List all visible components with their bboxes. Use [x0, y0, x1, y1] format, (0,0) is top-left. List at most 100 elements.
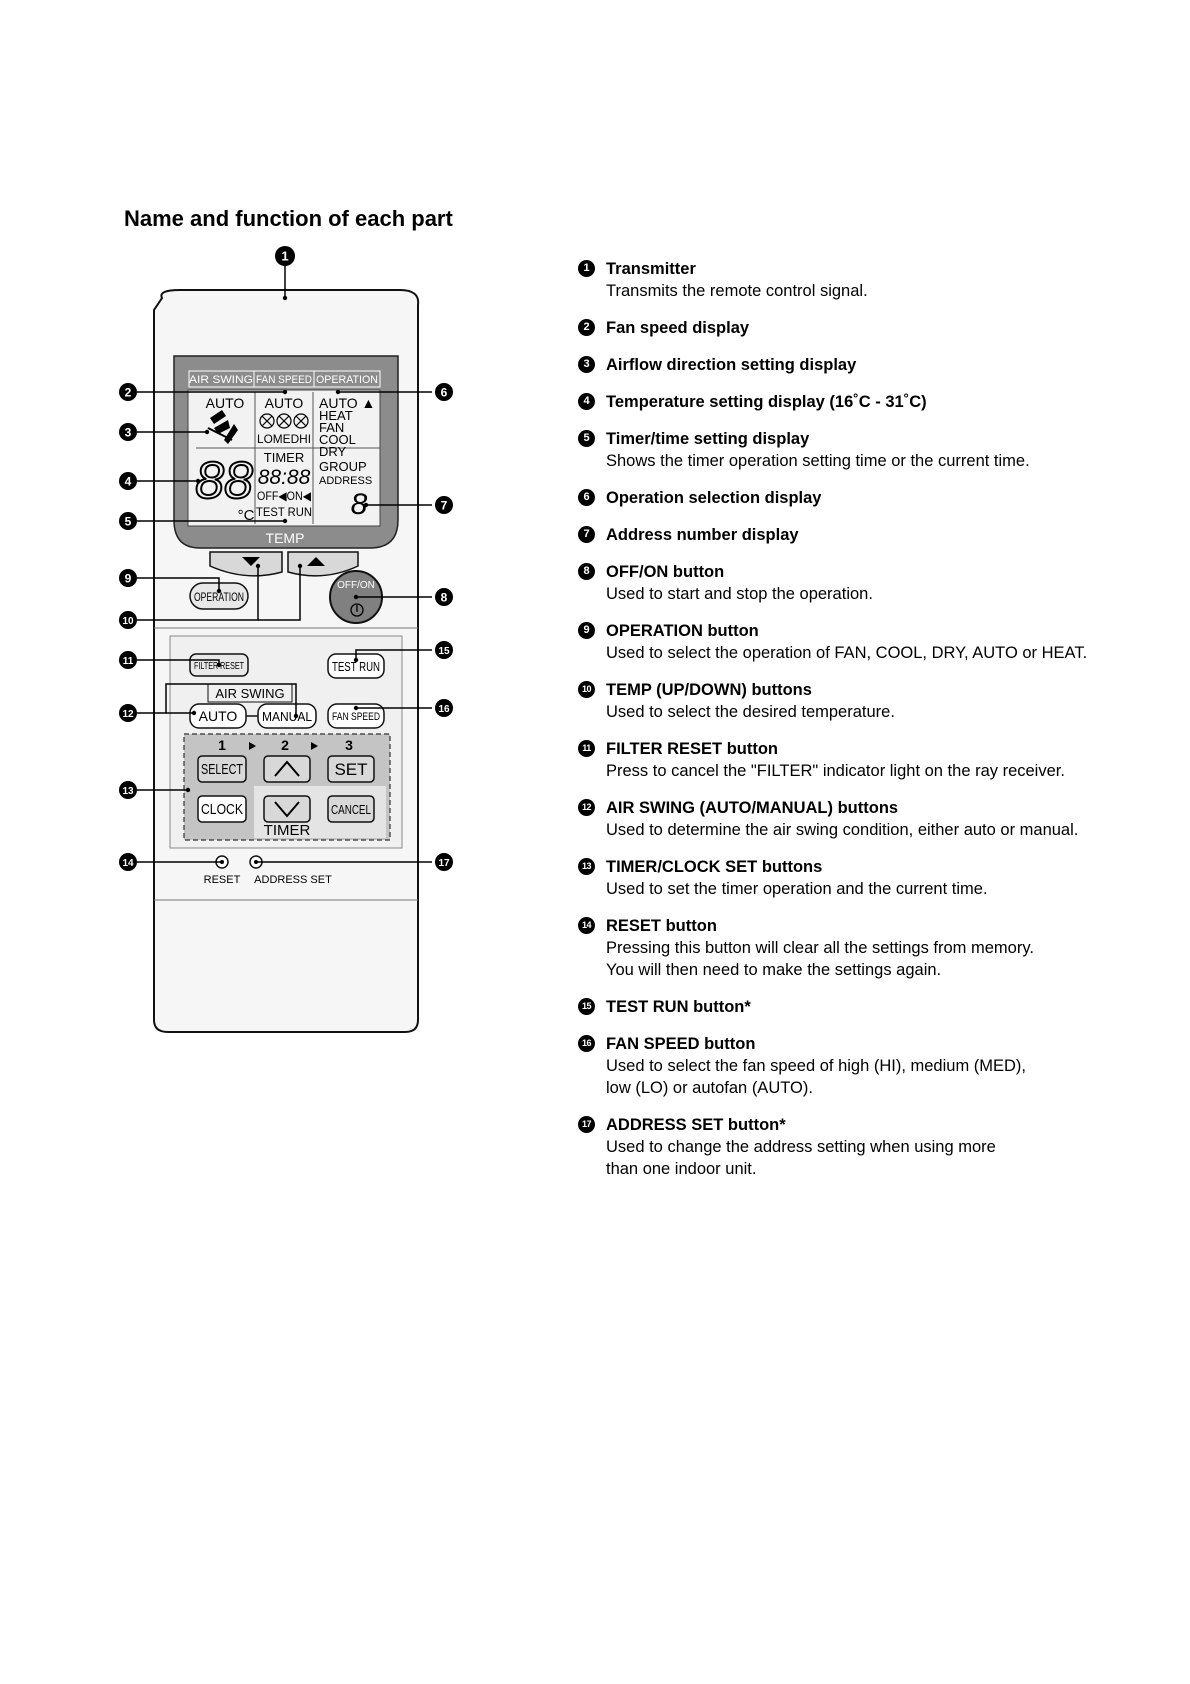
timer-up-button[interactable] [263, 755, 311, 783]
svg-text:5: 5 [125, 515, 132, 529]
lcd-auto-swing: AUTO [206, 395, 245, 411]
legend-item-title: Timer/time setting display [606, 430, 810, 448]
legend-number-badge: 15 [578, 998, 595, 1015]
legend-item-title: OPERATION button [606, 622, 759, 640]
legend-number-badge: 10 [578, 681, 595, 698]
step-3: 3 [345, 737, 353, 753]
legend-item-description: Used to select the desired temperature. [606, 703, 895, 721]
set-button[interactable] [327, 755, 375, 783]
temp-up-button[interactable] [287, 551, 359, 577]
lcd-address: ADDRESS [319, 475, 372, 487]
legend-number-badge: 9 [578, 622, 595, 639]
svg-text:14: 14 [122, 858, 134, 869]
step-arrow-icon-2 [311, 742, 318, 750]
swing-icon [207, 410, 238, 444]
callout-12: 12 [119, 704, 137, 722]
header-operation: OPERATION [316, 374, 378, 386]
operation-button-label: OPERATION [194, 590, 244, 604]
legend-number-badge: 14 [578, 917, 595, 934]
legend-number-badge: 13 [578, 858, 595, 875]
lcd-test-run: TEST RUN [256, 505, 312, 519]
legend-item-description: Used to select the fan speed of high (HI… [606, 1057, 1027, 1097]
lcd-off-on: OFF◀ON◀ [257, 489, 312, 503]
lcd-mode-cool: COOL [319, 432, 356, 447]
legend-item-description: Press to cancel the "FILTER" indicator l… [606, 762, 1065, 780]
svg-text:3: 3 [125, 426, 132, 440]
lcd-group: GROUP [319, 459, 367, 474]
clock-button[interactable] [197, 795, 247, 823]
legend-number-badge: 7 [578, 526, 595, 543]
callout-7: 7 [435, 496, 453, 514]
svg-text:8: 8 [441, 591, 448, 605]
timer-down-button[interactable] [263, 795, 311, 823]
callout-9: 9 [119, 569, 137, 587]
air-swing-label: AIR SWING [215, 686, 284, 701]
page-title: Name and function of each part [124, 206, 453, 231]
legend-item-description: Used to set the timer operation and the … [606, 880, 988, 898]
legend-item-title: TEST RUN button* [606, 998, 751, 1016]
chevron-up-icon [274, 760, 300, 777]
lcd-degree-c: °C [238, 507, 255, 524]
svg-text:15: 15 [438, 646, 450, 657]
reset-label: RESET [204, 874, 241, 886]
legend-number-badge: 17 [578, 1116, 595, 1133]
timer-label: TIMER [264, 822, 311, 839]
legend-item-title: Fan speed display [606, 319, 750, 337]
callout-15: 15 [435, 641, 453, 659]
test-run-label: TEST RUN [332, 659, 380, 674]
legend-item-title: FILTER RESET button [606, 740, 779, 758]
legend-item-title: TEMP (UP/DOWN) buttons [606, 681, 812, 699]
lcd-mode-auto: AUTO ▲ [319, 395, 375, 411]
clock-label: CLOCK [201, 801, 243, 818]
select-button[interactable] [197, 755, 247, 783]
callout-6: 6 [435, 383, 453, 401]
manual-button-label: MANUAL [262, 709, 312, 724]
cancel-button[interactable] [327, 795, 375, 823]
temp-down-button[interactable] [209, 551, 283, 577]
callout-3: 3 [119, 423, 137, 441]
lcd-timer-digits: 88:88 [258, 466, 311, 489]
legend-number-badge: 8 [578, 563, 595, 580]
legend-item-title: Operation selection display [606, 489, 822, 507]
svg-text:12: 12 [122, 709, 134, 720]
legend-item-title: Address number display [606, 526, 799, 544]
off-on-label: OFF/ON [337, 580, 375, 591]
svg-text:16: 16 [438, 704, 450, 715]
lcd-mode-heat: HEAT [319, 408, 353, 423]
callout-4: 4 [119, 472, 137, 490]
legend-item-description: Used to determine the air swing conditio… [606, 821, 1079, 839]
callout-2: 2 [119, 383, 137, 401]
temp-bar-label: TEMP [266, 530, 305, 546]
select-label: SELECT [201, 761, 243, 778]
fan-speed-button[interactable] [327, 703, 385, 729]
lcd-temp-digits: 88 [195, 452, 253, 510]
power-icon [350, 603, 364, 617]
lcd-mode-dry: DRY [319, 444, 347, 459]
svg-text:9: 9 [125, 572, 132, 586]
lcd-fan-levels: LOMEDHI [257, 432, 311, 446]
legend-number-badge: 16 [578, 1035, 595, 1052]
legend-item-title: AIR SWING (AUTO/MANUAL) buttons [606, 799, 899, 817]
step-2: 2 [281, 737, 289, 753]
lcd-auto-fan: AUTO [265, 395, 304, 411]
legend-number-badge: 1 [578, 260, 595, 277]
set-label: SET [334, 760, 367, 779]
legend-item-title: OFF/ON button [606, 563, 725, 581]
svg-text:1: 1 [281, 249, 288, 264]
callout-8: 8 [435, 588, 453, 606]
manual-button[interactable] [257, 703, 317, 729]
legend-item-title: Transmitter [606, 260, 696, 278]
svg-text:6: 6 [441, 386, 448, 400]
svg-text:11: 11 [123, 656, 134, 667]
